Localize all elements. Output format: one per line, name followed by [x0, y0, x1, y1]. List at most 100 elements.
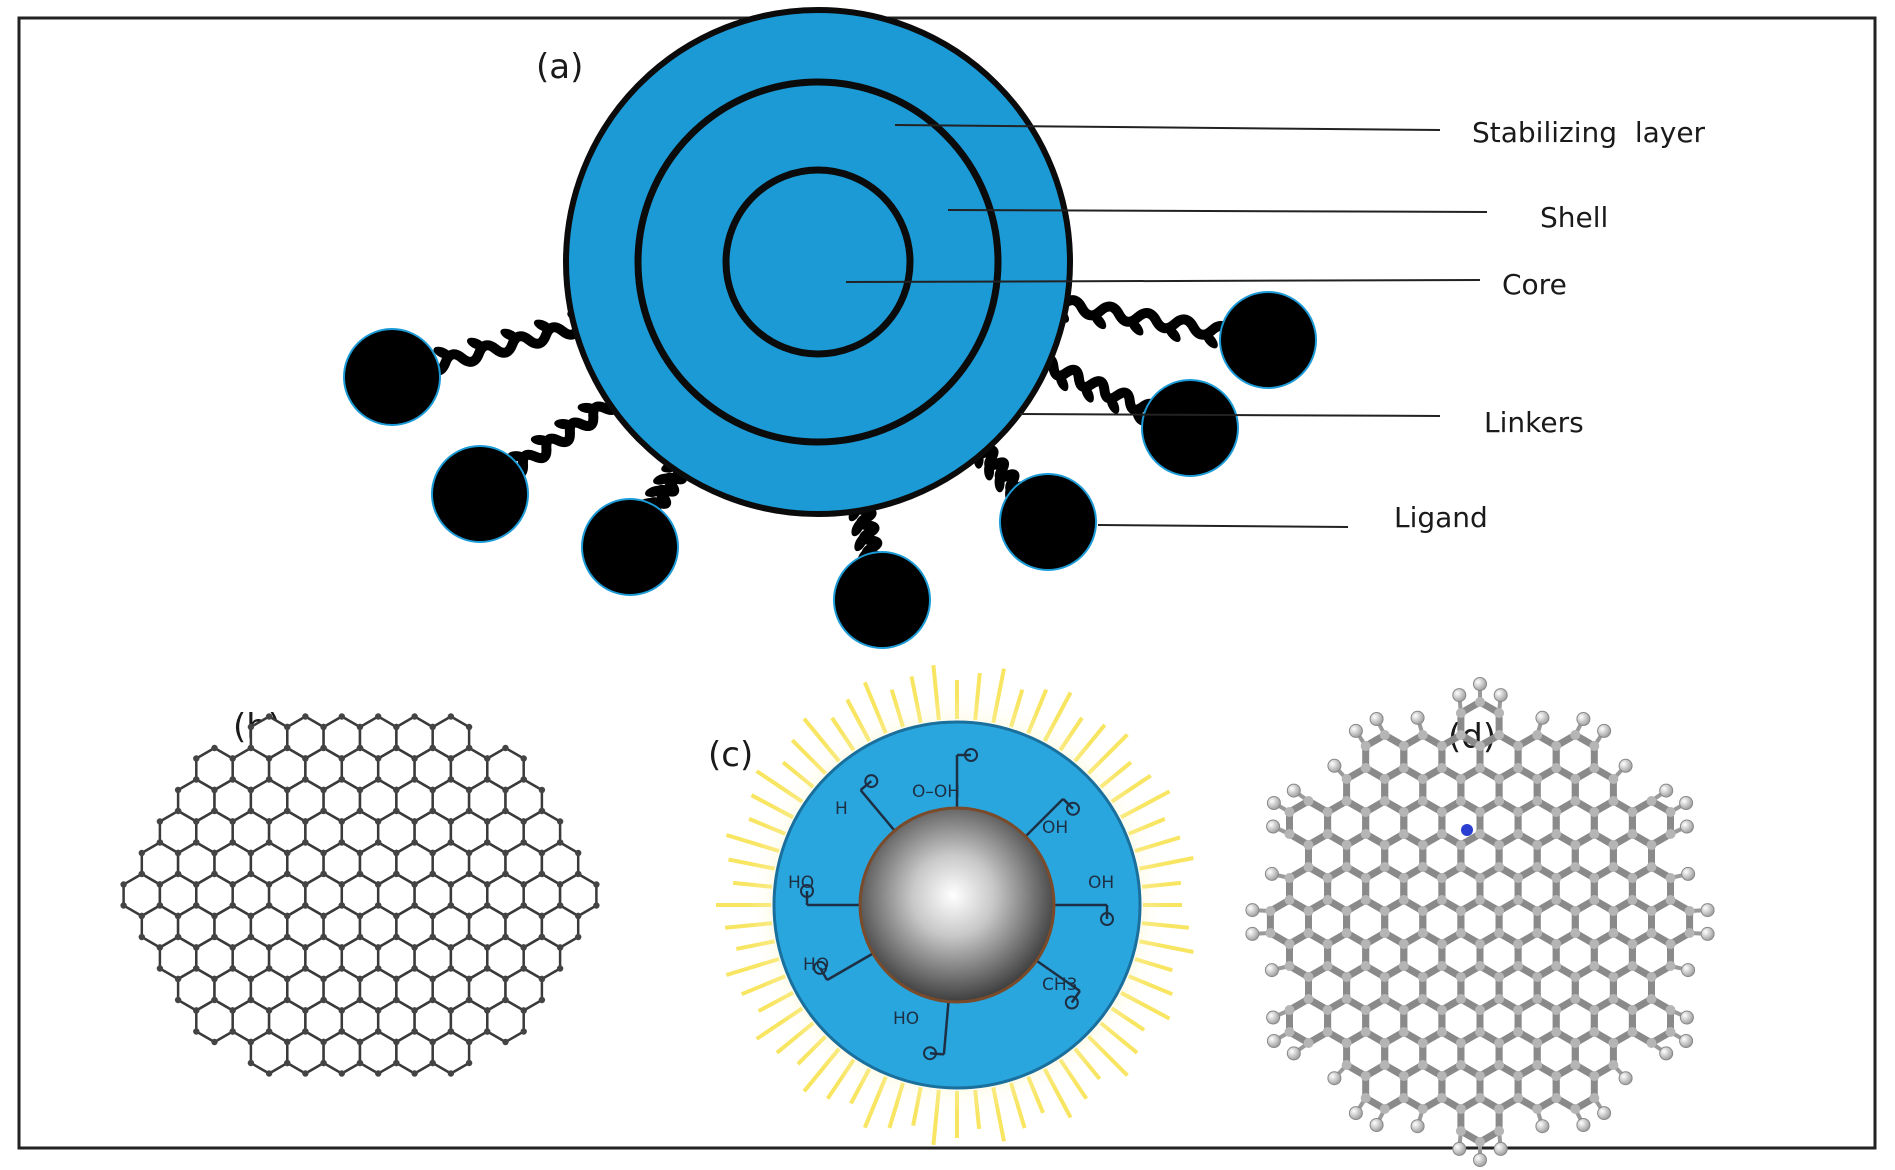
- carbon-atom: [1551, 763, 1562, 773]
- carbon-atom: [1532, 840, 1543, 850]
- carbon-atom: [538, 975, 546, 983]
- carbon-atom: [265, 965, 273, 972]
- carbon-atom: [156, 965, 164, 972]
- carbon-atom: [1494, 928, 1505, 938]
- carbon-atom: [1494, 994, 1505, 1004]
- hexagon-ring: [1552, 1061, 1598, 1113]
- carbon-atom: [556, 839, 564, 846]
- carbon-atom: [447, 902, 455, 909]
- linker-segment: [554, 419, 575, 430]
- carbon-atom: [1532, 994, 1543, 1004]
- carbon-atom: [447, 1007, 455, 1014]
- label-stabilizing-layer: Stabilizing layer: [1472, 116, 1706, 149]
- hydrogen-atom: [1535, 710, 1550, 725]
- carbon-atom: [1684, 928, 1695, 938]
- carbon-atom: [1551, 1027, 1562, 1037]
- carbon-atom: [1665, 1027, 1676, 1037]
- linker-segment: [1128, 318, 1144, 336]
- carbon-atom: [447, 965, 455, 972]
- hydrogen-atom: [1659, 1046, 1674, 1061]
- hydrogen-atom: [1679, 1010, 1694, 1025]
- carbon-atom: [1455, 994, 1466, 1004]
- carbon-atom: [484, 839, 491, 846]
- linker-chain: [1039, 295, 1236, 340]
- carbon-atom: [1665, 829, 1676, 839]
- carbon-atom: [1494, 906, 1505, 916]
- carbon-atom: [1379, 730, 1390, 740]
- carbon-atom: [1303, 796, 1314, 806]
- linker-segment: [1055, 372, 1069, 392]
- carbon-atom: [174, 996, 182, 1004]
- carbon-atom: [247, 912, 255, 920]
- carbonyl-bond: [1070, 990, 1081, 1004]
- carbon-atom: [520, 902, 527, 909]
- carbon-atom: [1570, 1038, 1581, 1048]
- hydrogen-atom: [1264, 866, 1279, 881]
- carbon-atom: [1398, 895, 1409, 905]
- linker-segment: [984, 460, 995, 481]
- group-h-top: H: [835, 799, 848, 819]
- carbon-atom: [302, 965, 309, 972]
- hexagon-ring: [1457, 1094, 1503, 1146]
- hexagon-ring: [322, 1030, 362, 1075]
- carbon-atom: [1646, 906, 1657, 916]
- carbon-atom: [447, 881, 455, 888]
- carbon-atom: [1532, 1104, 1543, 1114]
- hexagon-ring: [249, 1030, 289, 1075]
- carbon-atom: [1360, 807, 1371, 817]
- carbon-atom: [465, 933, 473, 941]
- graphene-sheet-b: [120, 713, 600, 1077]
- carbon-atom: [1379, 840, 1390, 850]
- carbon-atom: [520, 839, 527, 846]
- carbon-atom: [1494, 840, 1505, 850]
- carbon-atom: [1436, 1005, 1447, 1015]
- carbon-atom: [484, 818, 491, 825]
- carbon-atom: [1532, 796, 1543, 806]
- carbon-atom: [1589, 807, 1600, 817]
- carbon-atom: [338, 1007, 345, 1014]
- carbon-atom: [538, 849, 546, 857]
- carbon-atom: [356, 723, 364, 731]
- carbon-atom: [1436, 873, 1447, 883]
- carbon-atom: [1322, 1005, 1333, 1015]
- carbon-atom: [447, 755, 455, 762]
- carbon-atom: [120, 902, 127, 909]
- linker-segment: [994, 472, 1005, 493]
- carbon-atom: [247, 996, 255, 1004]
- carbon-atom: [1513, 1093, 1524, 1103]
- oxygen-atom: [923, 1046, 937, 1061]
- carbon-atom: [1646, 994, 1657, 1004]
- carbon-atom: [1589, 873, 1600, 883]
- carbon-atom: [1513, 1027, 1524, 1037]
- carbon-atom: [1284, 829, 1295, 839]
- carbon-atom: [465, 723, 473, 731]
- carbon-atom: [338, 776, 345, 783]
- carbon-atom: [411, 965, 418, 972]
- bond-line: [859, 789, 896, 832]
- oxygen-atom: [800, 884, 814, 898]
- carbon-atom: [393, 849, 400, 857]
- carbon-atom: [338, 1070, 345, 1077]
- ligand-ball: [581, 498, 679, 596]
- carbon-atom: [1303, 906, 1314, 916]
- hydrogen-atom: [1659, 783, 1674, 798]
- carbon-atom: [538, 996, 546, 1004]
- carbon-atom: [338, 902, 345, 909]
- hydrogen-atom: [1264, 963, 1279, 978]
- carbon-atom: [284, 807, 291, 815]
- carbon-atom: [1570, 994, 1581, 1004]
- carbon-atom: [484, 1007, 491, 1014]
- carbon-atom: [1341, 774, 1352, 784]
- carbon-atom: [556, 902, 564, 909]
- carbon-atom: [174, 849, 182, 857]
- carbon-atom: [211, 849, 218, 857]
- carbon-atom: [1513, 1071, 1524, 1081]
- carbon-atom: [247, 786, 255, 794]
- callout-line-stabilizing: [894, 124, 1441, 131]
- carbon-atom: [375, 818, 382, 825]
- carbon-atom: [447, 713, 455, 720]
- carbon-atom: [1436, 829, 1447, 839]
- group-ho-left: HO: [788, 873, 814, 893]
- group-cooh-top: O–OH: [912, 782, 960, 802]
- group-oh-right: OH: [1088, 873, 1114, 893]
